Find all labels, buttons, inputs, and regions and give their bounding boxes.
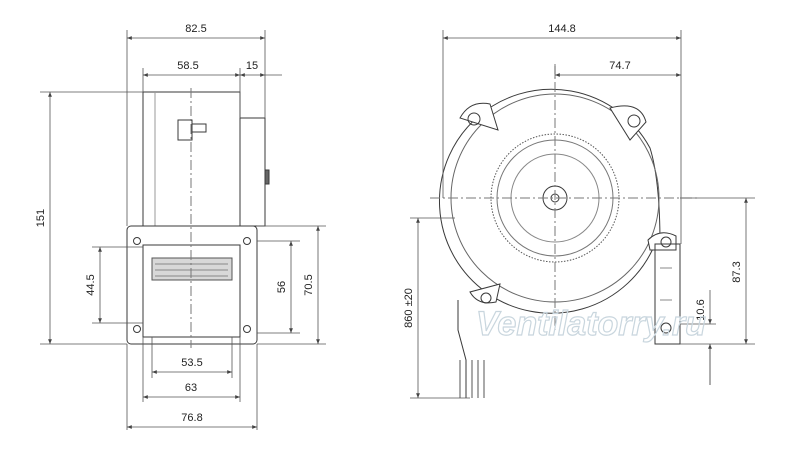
flange-hole: [133, 237, 141, 245]
dim-cap-width: 15: [246, 60, 258, 72]
dim-axis-offset: 74.7: [609, 60, 630, 72]
outlet-duct: [654, 243, 681, 345]
dim-flange-inner: 56: [276, 281, 288, 293]
flange-hole: [243, 325, 251, 333]
dim-flange-outer: 70.5: [303, 274, 315, 295]
connector-tab: [177, 119, 193, 141]
scroll-housing: [438, 88, 680, 314]
dim-outlet-height: 44.5: [85, 274, 97, 295]
dim-body-width: 58.5: [177, 60, 198, 72]
motor-cap: [239, 117, 266, 227]
dim-overall-width: 82.5: [185, 23, 206, 35]
dim-axis-to-bottom: 87.3: [731, 261, 743, 282]
front-view: [430, 64, 700, 398]
front-dimensions: [410, 30, 755, 399]
flange-hole: [243, 237, 251, 245]
dim-outlet-offset: 10.6: [695, 299, 707, 320]
mounting-flange: [126, 225, 258, 345]
flange-hole: [133, 325, 141, 333]
cable: [457, 300, 467, 398]
mount-ear: [459, 102, 499, 131]
dim-overall-height: 151: [35, 209, 47, 227]
watermark: Ventilatorry.ru: [476, 305, 706, 343]
dim-flange-width: 76.8: [181, 412, 202, 424]
side-dimensions: [40, 30, 326, 430]
dim-front-width: 144.8: [548, 23, 576, 35]
side-view: [126, 88, 270, 348]
dim-inner-width: 63: [185, 382, 197, 394]
dim-cable-length: 860 ±20: [403, 288, 415, 328]
dim-hole-spacing: 53.5: [181, 357, 202, 369]
